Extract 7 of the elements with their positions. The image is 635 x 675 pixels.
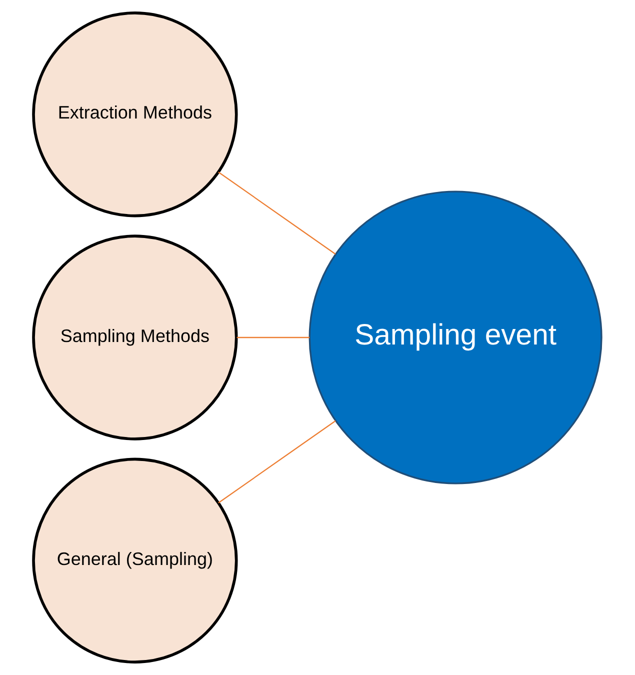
node-circle: Sampling event: [308, 190, 602, 484]
connector: [236, 336, 310, 338]
connector: [218, 420, 336, 504]
node-circle: General (Sampling): [32, 458, 238, 664]
node-circle: Extraction Methods: [32, 12, 238, 218]
connector: [218, 172, 336, 255]
node-circle: Sampling Methods: [32, 234, 238, 440]
